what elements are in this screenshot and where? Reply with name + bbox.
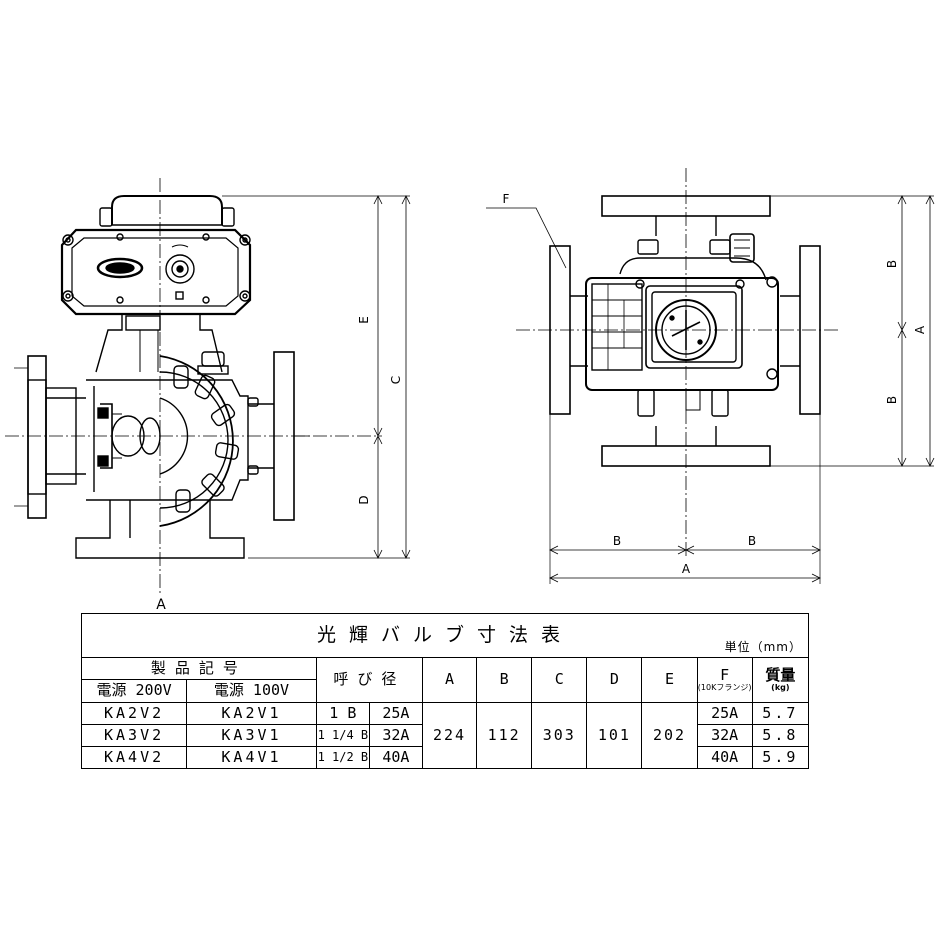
header-col-f-sub: (10Kフランジ) bbox=[697, 682, 752, 692]
view-marker-a: A bbox=[156, 597, 166, 613]
cell-mass: 5.8 bbox=[751, 723, 810, 747]
table-unit: 単位（mm） bbox=[724, 640, 802, 655]
plan-view bbox=[486, 168, 935, 584]
table-title-row: 光輝バルブ寸法表 単位（mm） bbox=[81, 612, 809, 659]
header-power-200v: 電源 200V bbox=[80, 679, 188, 703]
cell-size-b: 1 1/4 B bbox=[315, 723, 370, 747]
table-row: KA2V2 KA2V1 1 B 25A 224 112 303 101 202 … bbox=[80, 701, 810, 770]
dim-label-a-side: A bbox=[913, 325, 927, 334]
header-col-f: F (10Kフランジ) bbox=[696, 657, 753, 703]
header-col-e: E bbox=[641, 657, 698, 703]
table-title: 光輝バルブ寸法表 bbox=[316, 624, 573, 647]
cell-size-b: 1 1/2 B bbox=[315, 745, 370, 770]
cell-code-200: KA2V2 bbox=[80, 701, 188, 725]
cell-size-a: 32A bbox=[368, 723, 423, 747]
header-row-1: 製品記号 呼び径 A B C D E F (10Kフランジ) 質量 (kg) bbox=[81, 657, 810, 703]
cell-b-value: 112 bbox=[476, 701, 533, 770]
cell-code-100: KA2V1 bbox=[186, 701, 317, 725]
header-col-c: C bbox=[531, 657, 588, 703]
header-col-f-label: F bbox=[720, 665, 730, 684]
cell-code-200: KA3V2 bbox=[80, 723, 188, 747]
dim-label-b-right: B bbox=[748, 534, 756, 548]
cell-size-b: 1 B bbox=[315, 701, 370, 725]
dim-label-d: D bbox=[357, 495, 371, 504]
dim-label-b-top: B bbox=[885, 260, 899, 268]
cell-code-100: KA3V1 bbox=[186, 723, 317, 747]
header-col-b: B bbox=[476, 657, 533, 703]
cell-f: 25A bbox=[696, 701, 753, 725]
header-row-2: 電源 200V 電源 100V bbox=[80, 679, 809, 703]
side-elevation-view bbox=[5, 178, 411, 596]
cell-mass: 5.9 bbox=[751, 745, 810, 770]
header-col-a: A bbox=[421, 657, 478, 703]
dim-label-c: C bbox=[389, 376, 403, 384]
dim-label-f: F bbox=[503, 192, 510, 206]
cell-a-value: 224 bbox=[421, 701, 478, 770]
cell-f: 32A bbox=[696, 723, 753, 747]
cell-d-value: 101 bbox=[586, 701, 643, 770]
dim-label-e: E bbox=[357, 316, 371, 324]
cell-c-value: 303 bbox=[531, 701, 588, 770]
cell-code-200: KA4V2 bbox=[80, 745, 188, 770]
cell-f: 40A bbox=[696, 745, 753, 770]
header-product-code: 製品記号 bbox=[81, 657, 317, 681]
cell-size-a: 25A bbox=[368, 701, 423, 725]
dimension-table: 光輝バルブ寸法表 単位（mm） 製品記号 呼び径 A B C D E F (10… bbox=[80, 612, 810, 770]
cell-size-a: 40A bbox=[368, 745, 423, 770]
header-mass-sub: (kg) bbox=[771, 682, 790, 692]
cell-e-value: 202 bbox=[641, 701, 698, 770]
header-mass: 質量 (kg) bbox=[751, 657, 810, 703]
header-col-d: D bbox=[586, 657, 643, 703]
table-title-cell: 光輝バルブ寸法表 単位（mm） bbox=[81, 612, 809, 659]
table-row: KA3V2 KA3V1 1 1/4 B 32A 32A 5.8 bbox=[80, 723, 810, 747]
cell-code-100: KA4V1 bbox=[186, 745, 317, 770]
header-power-100v: 電源 100V bbox=[186, 679, 317, 703]
dim-label-b-bottom: B bbox=[885, 396, 899, 404]
table-row: KA4V2 KA4V1 1 1/2 B 40A 40A 5.9 bbox=[80, 745, 810, 770]
header-mass-label: 質量 bbox=[765, 665, 796, 684]
cell-mass: 5.7 bbox=[751, 701, 810, 725]
dim-label-b-left: B bbox=[613, 534, 621, 548]
header-nominal-size: 呼び径 bbox=[315, 657, 423, 703]
dim-label-a-bottom: A bbox=[682, 562, 691, 576]
